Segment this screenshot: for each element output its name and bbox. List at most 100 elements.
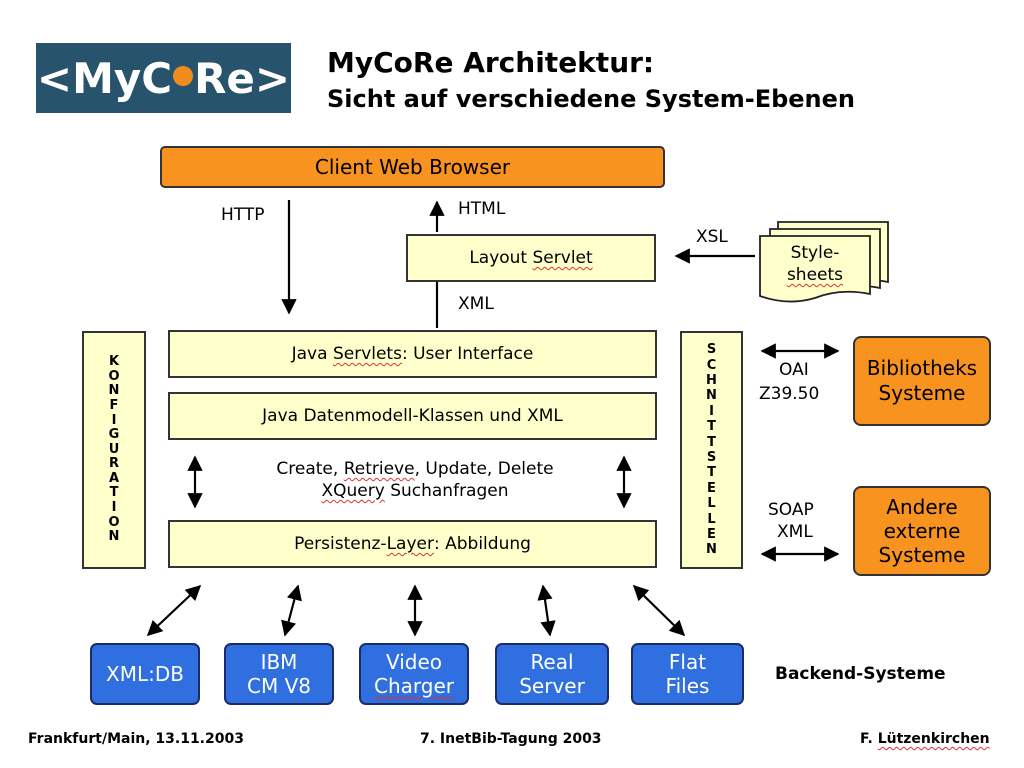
- flat-arrow: [632, 584, 686, 637]
- backend-video-charger-box: Video Charger: [359, 643, 469, 705]
- crud-line2-b: Suchanfragen: [384, 481, 509, 501]
- bibliotheks-line1: Bibliotheks: [866, 356, 978, 380]
- crud-line1: Create, Retrieve, Update, Delete: [276, 458, 553, 480]
- xsl-label: XSL: [696, 227, 728, 247]
- bibliotheks-systeme-box: Bibliotheks Systeme: [853, 336, 991, 426]
- client-web-browser-box: Client Web Browser: [160, 146, 665, 188]
- backend-flat-files-box: Flat Files: [631, 643, 744, 705]
- mycore-logo: <MyC Re>: [36, 43, 291, 113]
- page-subtitle: Sicht auf verschiedene System-Ebenen: [327, 85, 855, 113]
- andere-line2: externe: [883, 519, 961, 543]
- persistenz-text-b: Layer: [386, 534, 434, 554]
- schnittstellen-letter: I: [709, 403, 714, 419]
- xml-label: XML: [458, 294, 494, 314]
- konfiguration-letter: U: [108, 441, 120, 457]
- andere-line1: Andere: [886, 495, 958, 519]
- backend-xmldb-box: XML:DB: [90, 643, 200, 705]
- schnittstellen-letter: E: [707, 480, 716, 496]
- backend-video-line1: Video: [385, 650, 443, 674]
- konfiguration-letter: I: [111, 500, 117, 516]
- konfiguration-letter: A: [108, 470, 120, 486]
- persistenz-text-c: : Abbildung: [433, 534, 531, 554]
- servlets-ui-text-b: Servlets: [332, 344, 402, 364]
- schnittstellen-letter: N: [706, 542, 717, 558]
- servlets-ui-text-c: : User Interface: [401, 344, 534, 364]
- schnittstellen-letter: T: [707, 465, 716, 481]
- schnittstellen-letter: L: [707, 496, 716, 512]
- z3950-label: Z39.50: [759, 384, 820, 404]
- konfiguration-letter: O: [108, 514, 120, 530]
- servlets-ui-text-a: Java: [291, 344, 333, 364]
- konfiguration-letter: T: [109, 485, 119, 501]
- bibliotheks-line2: Systeme: [878, 381, 966, 405]
- crud-line2: XQuery Suchanfragen: [321, 480, 508, 502]
- footer-author-initial: F.: [860, 731, 878, 747]
- layout-servlet-box: Layout Servlet: [406, 234, 656, 282]
- ibm-arrow: [281, 584, 302, 637]
- backend-flat-line2: Files: [665, 674, 710, 698]
- stylesheets-line1: Style-: [790, 243, 840, 263]
- footer-author-name: Lützenkirchen: [877, 731, 990, 747]
- konfiguration-letter: O: [108, 368, 120, 384]
- stylesheets-icon: [759, 221, 889, 303]
- crud-line1-b: Retrieve: [343, 459, 415, 479]
- soap-xml-label: XML: [777, 522, 813, 542]
- schnittstellen-letter: N: [706, 388, 717, 404]
- oai-label: OAI: [779, 360, 809, 380]
- schnittstellen-letter: L: [707, 511, 716, 527]
- layout-servlet-text-a: Layout: [469, 248, 533, 268]
- backend-real-line2: Server: [519, 674, 585, 698]
- crud-line1-a: Create,: [276, 459, 344, 479]
- stylesheets-label: Style- sheets: [760, 236, 870, 292]
- konfiguration-letter: G: [108, 427, 120, 443]
- konfiguration-letter: N: [108, 529, 120, 545]
- konfiguration-letter: K: [108, 354, 120, 370]
- konfiguration-letter: F: [109, 397, 119, 413]
- konfiguration-bar: K O N F I G U R A T I O N: [82, 331, 146, 569]
- schnittstellen-letter: C: [706, 357, 717, 373]
- schnittstellen-bar: S C H N I T T S T E L L E N: [680, 331, 743, 569]
- backend-ibm-line2: CM V8: [247, 674, 311, 698]
- footer-location-date: Frankfurt/Main, 13.11.2003: [28, 731, 244, 747]
- persistenz-text-a: Persistenz-: [294, 534, 387, 554]
- andere-externe-systeme-box: Andere externe Systeme: [853, 486, 991, 576]
- logo-text-start: <MyC: [36, 53, 173, 103]
- persistenz-layer-box: Persistenz-Layer: Abbildung: [168, 520, 657, 568]
- crud-line2-a: XQuery: [321, 481, 385, 501]
- backend-systeme-label: Backend-Systeme: [775, 664, 946, 684]
- http-label: HTTP: [221, 205, 265, 225]
- backend-real-line1: Real: [530, 650, 574, 674]
- backend-flat-line1: Flat: [668, 650, 707, 674]
- schnittstellen-letter: T: [707, 419, 716, 435]
- andere-line3: Systeme: [878, 543, 966, 567]
- stylesheets-line2: sheets: [786, 265, 844, 285]
- crud-line1-c: , Update, Delete: [414, 459, 554, 479]
- schnittstellen-letter: T: [707, 434, 716, 450]
- konfiguration-letter: I: [111, 412, 117, 428]
- java-datenmodell-box: Java Datenmodell-Klassen und XML: [168, 392, 657, 440]
- soap-label: SOAP: [768, 500, 814, 520]
- schnittstellen-letter: H: [706, 372, 717, 388]
- real-arrow: [537, 584, 556, 637]
- logo-text-end: Re>: [194, 53, 291, 103]
- backend-ibm-cm-box: IBM CM V8: [224, 643, 334, 705]
- konfiguration-letter: N: [108, 383, 120, 399]
- schnittstellen-letter: S: [706, 342, 717, 358]
- crud-text: Create, Retrieve, Update, Delete XQuery …: [220, 456, 610, 504]
- html-label: HTML: [458, 199, 506, 219]
- xmldb-arrow: [146, 584, 202, 637]
- schnittstellen-letter: E: [707, 527, 716, 543]
- logo-dot: [173, 66, 194, 86]
- java-servlets-ui-box: Java Servlets: User Interface: [168, 330, 657, 378]
- backend-video-line2: Charger: [374, 674, 454, 698]
- konfiguration-letter: R: [108, 456, 119, 472]
- schnittstellen-letter: S: [706, 450, 717, 465]
- backend-xmldb-line1: XML:DB: [106, 662, 184, 686]
- page-title: MyCoRe Architektur:: [327, 46, 655, 79]
- footer-event: 7. InetBib-Tagung 2003: [420, 731, 602, 747]
- layout-servlet-text-b: Servlet: [532, 248, 593, 268]
- backend-ibm-line1: IBM: [260, 650, 298, 674]
- backend-real-server-box: Real Server: [495, 643, 609, 705]
- footer-author: F. Lützenkirchen: [860, 731, 990, 747]
